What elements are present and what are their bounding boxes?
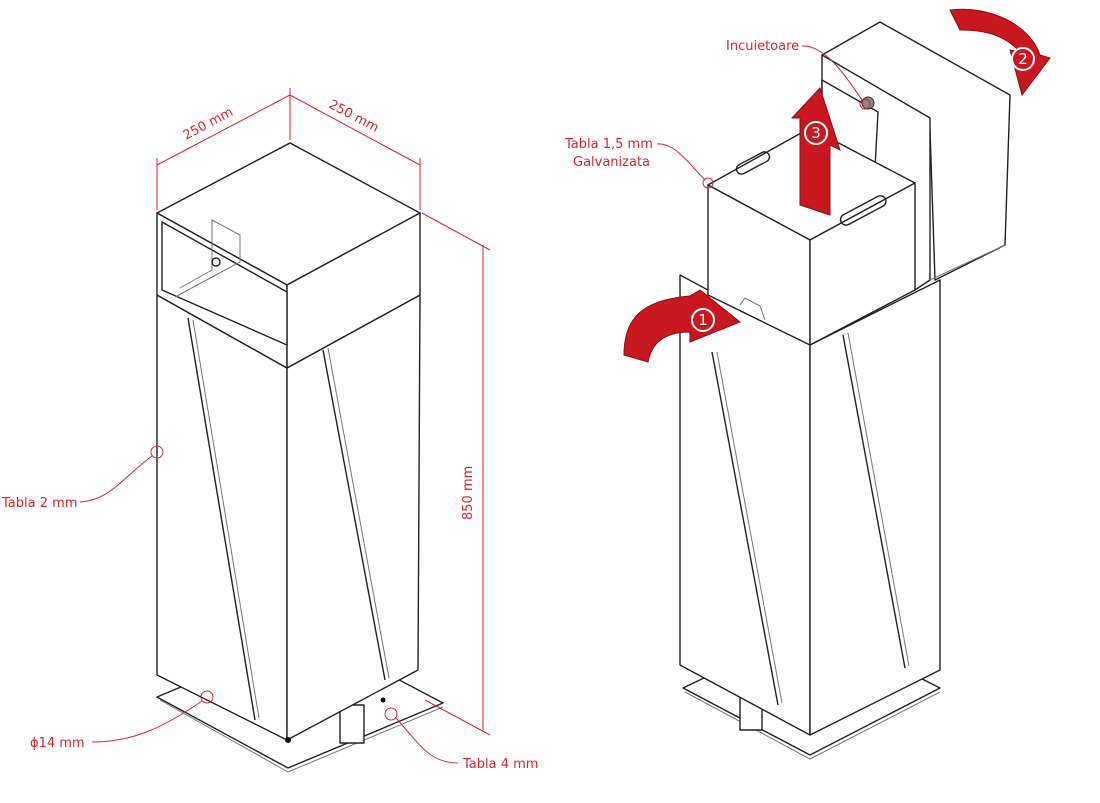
arrow-step-2: 2: [949, 8, 1051, 97]
label-incuietoare: Incuietoare: [726, 39, 799, 54]
right-annotations: Incuietoare Tabla 1,5 mm Galvanizata: [564, 39, 871, 189]
arrow-step-1: 1: [623, 289, 741, 363]
label-tabla-4mm: Tabla 4 mm: [462, 757, 538, 772]
left-annotations: Tabla 2 mm ϕ14 mm Tabla 4 mm: [1, 445, 538, 772]
left-body-right-face: [286, 294, 421, 741]
left-body-left-face: [156, 294, 288, 741]
label-tabla-1-5mm: Tabla 1,5 mm: [564, 137, 653, 152]
right-bin: [679, 21, 1011, 760]
left-anchor: [339, 704, 365, 744]
step-1-number: 1: [698, 311, 708, 329]
step-2-number: 2: [1018, 50, 1028, 68]
dim-height: 850 mm: [461, 466, 476, 520]
label-tabla-2mm: Tabla 2 mm: [1, 496, 77, 511]
inner-bin-right: [809, 182, 916, 346]
dim-width-2: 250 mm: [326, 97, 381, 136]
step-3-number: 3: [811, 124, 821, 142]
arrow-step-3: 3: [790, 87, 841, 216]
step-arrows: 1 2 3: [623, 8, 1051, 363]
left-bin: [156, 142, 444, 773]
label-phi14: ϕ14 mm: [30, 736, 85, 751]
label-galvanizata: Galvanizata: [573, 155, 650, 170]
left-lid-opening: [161, 221, 288, 346]
